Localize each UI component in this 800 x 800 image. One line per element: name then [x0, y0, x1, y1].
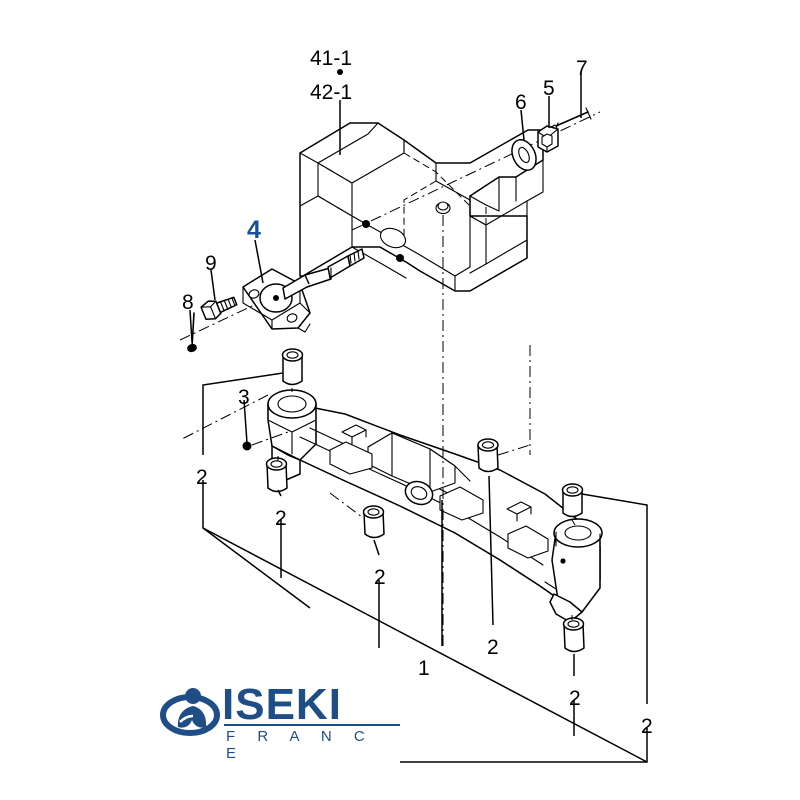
callout-7: 7 [576, 57, 588, 80]
callout-9: 9 [205, 252, 217, 275]
leader-lines [189, 69, 648, 763]
callout-42-1: 42-1 [310, 81, 353, 104]
part-axle-beam [267, 389, 603, 623]
part-washer-nut-pin [351, 107, 601, 231]
callout-2-lower-left: 2 [275, 507, 287, 530]
callout-2-mid-right: 2 [487, 636, 499, 659]
callout-41-1: 41-1 [310, 47, 353, 70]
callout-2-left-bracket: 2 [196, 466, 208, 489]
bushing-mid-right [477, 438, 499, 473]
bushing-mid-left [362, 505, 385, 539]
bushing-bottom-right [562, 617, 585, 653]
logo-wordmark: ISEKI [222, 680, 342, 729]
bushing-lower-left [265, 457, 288, 493]
iseki-emblem-icon [160, 688, 220, 736]
part-spindle-bracket [179, 248, 365, 353]
callout-8: 8 [182, 291, 194, 314]
logo-divider [224, 724, 400, 726]
logo-subtitle: F R A N C E [226, 728, 374, 762]
part-frame-bracket [299, 122, 544, 292]
callout-6: 6 [515, 91, 527, 114]
iseki-france-logo: ISEKI F R A N C E [160, 678, 405, 762]
callout-2-right-bracket: 2 [641, 715, 653, 738]
bushing-top-right [561, 483, 584, 518]
callout-2-bottom-right: 2 [569, 687, 581, 710]
callout-4-highlighted: 4 [247, 216, 261, 244]
callout-1: 1 [418, 657, 430, 680]
callout-2-mid-left: 2 [374, 566, 386, 589]
callout-5: 5 [543, 77, 555, 100]
callout-3: 3 [238, 386, 250, 409]
part-bushings [265, 348, 585, 653]
assembly-centerlines [179, 215, 531, 650]
bushing-top-left [281, 348, 304, 386]
